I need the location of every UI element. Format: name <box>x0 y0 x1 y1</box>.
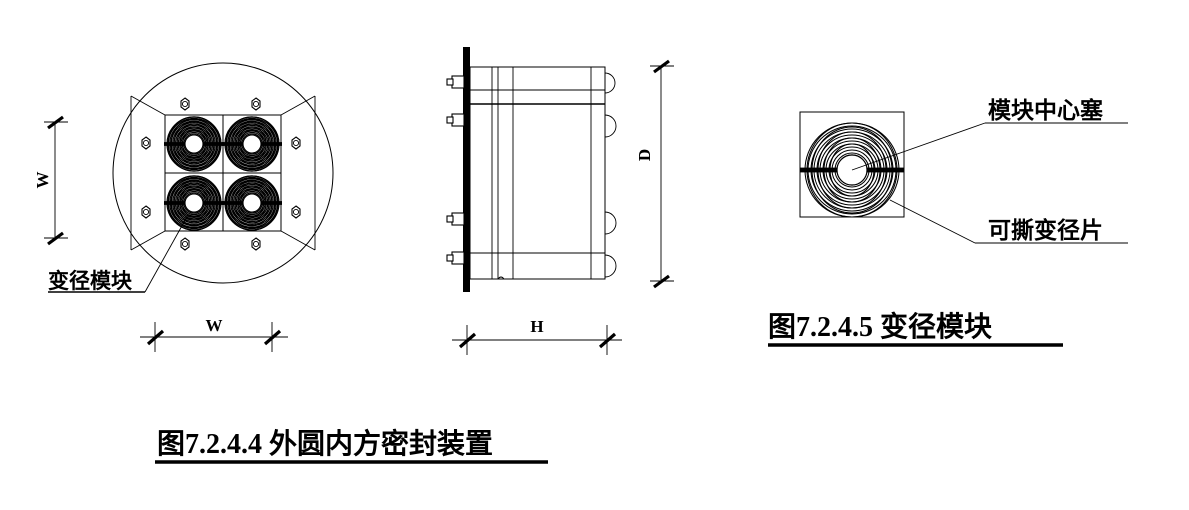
edge-tab <box>604 72 616 94</box>
dim-label-front-width-vertical: W <box>33 172 52 189</box>
front-circular-view <box>44 62 334 352</box>
edge-tab <box>604 254 617 278</box>
body-notch <box>497 276 505 280</box>
flange-plate <box>463 47 470 292</box>
perimeter-bolt-group <box>141 97 301 251</box>
body-outline <box>469 66 606 280</box>
dim-label-side-height-vertical: D <box>635 149 654 161</box>
flange-bolt <box>446 113 465 127</box>
reducer-module <box>222 175 282 231</box>
hex-bolt-icon <box>180 97 190 111</box>
reducer-module <box>164 116 224 172</box>
center-plug-leader-line <box>851 122 986 171</box>
edge-tab <box>604 114 617 138</box>
module-grid-dividers <box>165 115 281 231</box>
corner-chamfer-lines <box>130 95 316 251</box>
hex-bolt-icon <box>251 97 261 111</box>
flange-bolt <box>446 251 465 265</box>
flange-bolt <box>446 75 465 89</box>
label-module-center-plug: 模块中心塞 <box>988 97 1103 123</box>
hex-bolt-icon <box>251 237 261 251</box>
dimension-side-depth-horizontal <box>452 325 622 355</box>
label-reducer-module: 变径模块 <box>48 269 133 293</box>
dim-label-side-depth-horizontal: H <box>530 317 543 336</box>
edge-tab <box>604 211 617 235</box>
tearable-sheet-leader-line <box>889 199 976 244</box>
figure-caption-7-2-4-4: 图7.2.4.4 外圆内方密封装置 <box>157 427 493 460</box>
module-detail-view <box>768 111 1128 347</box>
figure-caption-7-2-4-5: 图7.2.4.5 变径模块 <box>768 310 992 343</box>
hex-bolt-icon <box>141 205 151 219</box>
body-outer-circle <box>112 62 334 284</box>
hex-bolt-icon <box>291 136 301 150</box>
module-leader-line <box>144 214 189 293</box>
dim-label-front-width-horizontal: W <box>206 316 223 335</box>
side-section-view <box>446 47 674 355</box>
hex-bolt-icon <box>180 237 190 251</box>
dimension-front-width-horizontal <box>140 322 288 352</box>
hex-bolt-icon <box>291 205 301 219</box>
dimension-front-width-vertical <box>44 115 68 246</box>
reducer-module <box>164 175 224 231</box>
flange-bolt <box>446 212 465 226</box>
dimension-side-height-vertical <box>650 59 674 289</box>
reducer-module <box>222 116 282 172</box>
hex-bolt-icon <box>141 136 151 150</box>
tearable-reducer-rings <box>800 122 904 218</box>
label-tearable-reducer-sheet: 可撕变径片 <box>988 217 1103 243</box>
